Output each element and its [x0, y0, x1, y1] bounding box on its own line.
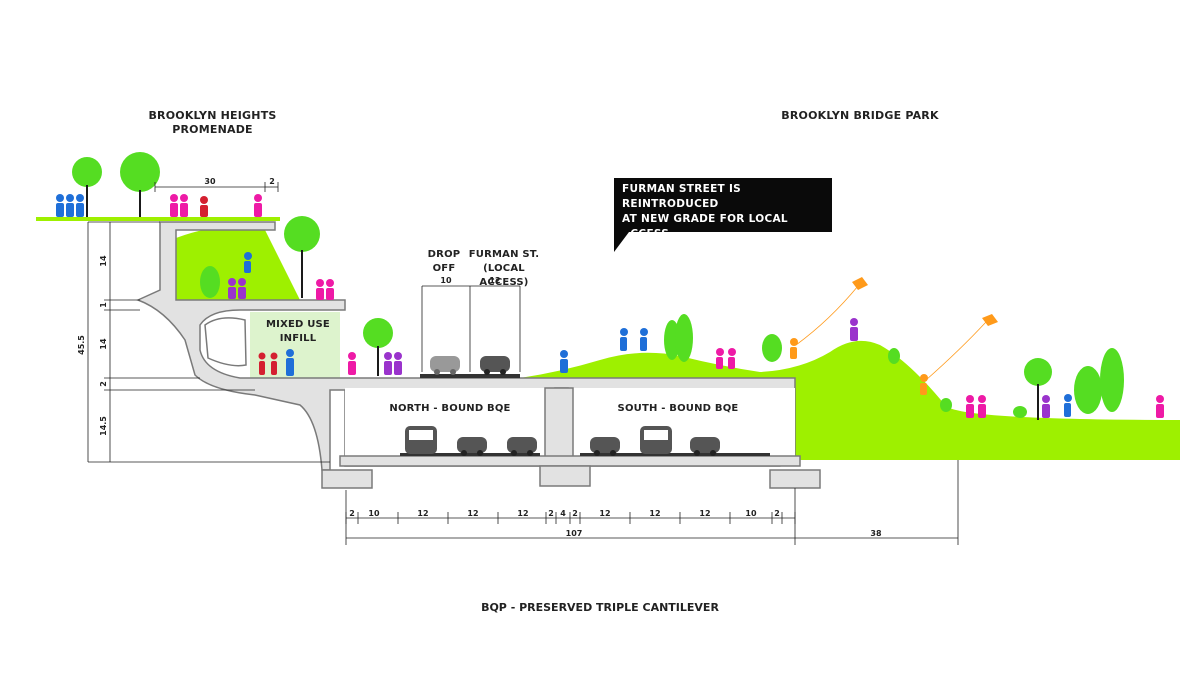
drop-off-label: DROP OFF	[422, 248, 466, 276]
car-icon	[430, 356, 460, 375]
center-column	[544, 387, 574, 461]
shrub-icon	[940, 398, 952, 412]
shrub-icon	[1013, 406, 1027, 418]
mixed-use-label-line1: MIXED USE	[266, 319, 330, 330]
furman-roadway	[420, 374, 520, 378]
dim-bottom-segment: 12	[467, 509, 478, 518]
bqe-deck	[339, 455, 801, 467]
callout-line3: TO PARK AND POTENTIAL AMENITIES	[622, 243, 778, 270]
tree-icon	[762, 334, 782, 362]
car-icon	[457, 437, 487, 456]
footing-center	[539, 465, 591, 487]
callout-pointer	[614, 228, 632, 252]
footing-right	[769, 469, 821, 489]
park-hill	[520, 340, 1180, 460]
park-label: BROOKLYN BRIDGE PARK	[781, 109, 939, 122]
drop-off-label-line2: OFF	[432, 263, 456, 274]
dim-bottom-segment: 12	[599, 509, 610, 518]
dimension-lines	[87, 182, 959, 545]
north-bqe-label: NORTH - BOUND BQE	[389, 403, 511, 414]
dim-park-offset: 38	[870, 529, 882, 538]
vehicles	[405, 356, 720, 456]
drop-off-label-line1: DROP	[427, 249, 461, 260]
tree-icon	[284, 216, 320, 252]
park-lower-lawn	[795, 420, 960, 460]
footing-left	[321, 469, 373, 489]
bus-icon	[640, 426, 672, 454]
dim-promenade-width: 30	[204, 177, 216, 186]
callout-box: FURMAN STREET IS REINTRODUCED AT NEW GRA…	[614, 178, 832, 270]
north-roadway	[400, 453, 540, 456]
vertical-dimension-labels: 14 1 14 2 14.5	[99, 255, 108, 436]
dim-bottom-segment: 12	[649, 509, 660, 518]
callout-line2: AT NEW GRADE FOR LOCAL ACCESS	[622, 213, 788, 240]
dim-vertical-label: 1	[99, 302, 108, 308]
person-icon-group-magenta	[170, 194, 1164, 418]
dim-overall-height: 45.5	[77, 335, 86, 355]
car-icon	[590, 437, 620, 456]
dim-promenade-rail: 2	[269, 177, 275, 186]
dim-bottom-segment: 10	[745, 509, 757, 518]
bottom-title: BQP - PRESERVED TRIPLE CANTILEVER	[481, 601, 719, 614]
dim-vertical-label: 14	[99, 255, 108, 267]
dim-vertical-label: 14.5	[99, 416, 108, 436]
dim-total-width: 107	[566, 529, 583, 538]
furman-label: FURMAN ST. (LOCAL ACCESS)	[462, 248, 546, 290]
mixed-use-label: MIXED USE INFILL	[258, 318, 338, 346]
trees	[72, 152, 1124, 420]
promenade-garden	[176, 226, 300, 300]
dim-bottom-segment: 4	[560, 509, 566, 518]
person-icon-group-red	[200, 196, 278, 375]
furman-label-line2: (LOCAL ACCESS)	[479, 263, 529, 288]
dim-drop-off-width: 10	[440, 276, 452, 285]
south-bqe-label: SOUTH - BOUND BQE	[617, 403, 739, 414]
tree-icon	[1024, 358, 1052, 386]
promenade-label-line1: BROOKLYN HEIGHTS	[148, 109, 277, 122]
dim-bottom-segment: 12	[699, 509, 710, 518]
callout-line1: FURMAN STREET IS REINTRODUCED	[622, 183, 742, 210]
promenade-label: BROOKLYN HEIGHTS PROMENADE	[140, 109, 285, 137]
dim-bottom-segment: 2	[774, 509, 780, 518]
dim-vertical-label: 14	[99, 338, 108, 350]
mixed-use-label-line2: INFILL	[279, 333, 317, 344]
tree-icon	[1074, 366, 1102, 414]
furman-label-line1: FURMAN ST.	[468, 249, 540, 260]
kite-icon	[852, 277, 868, 290]
car-icon	[507, 437, 537, 456]
person-icon-group-blue	[56, 194, 1072, 417]
kites	[795, 277, 998, 381]
car-icon	[480, 356, 510, 375]
tree-icon	[72, 157, 102, 187]
shrub-icon	[888, 348, 900, 364]
dim-bottom-segment: 2	[349, 509, 355, 518]
dim-bottom-segment: 12	[417, 509, 428, 518]
dim-bottom-segment: 2	[572, 509, 578, 518]
dim-bottom-segment: 2	[548, 509, 554, 518]
dim-vertical-label: 2	[99, 381, 108, 387]
tree-icon	[120, 152, 160, 192]
car-icon	[690, 437, 720, 456]
dim-bottom-segment: 12	[517, 509, 528, 518]
promenade-label-line2: PROMENADE	[172, 123, 253, 136]
promenade-ground	[36, 217, 280, 221]
tree-icon	[1100, 348, 1124, 412]
tree-icon	[200, 266, 220, 298]
bus-icon	[405, 426, 437, 454]
tree-icon	[363, 318, 393, 348]
dim-furman-width: 12	[489, 276, 500, 285]
dim-bottom-segment: 10	[368, 509, 380, 518]
person-icon-group-purple	[228, 278, 1050, 418]
tree-icon	[675, 314, 693, 362]
kite-icon	[982, 314, 998, 326]
south-roadway	[580, 453, 770, 456]
